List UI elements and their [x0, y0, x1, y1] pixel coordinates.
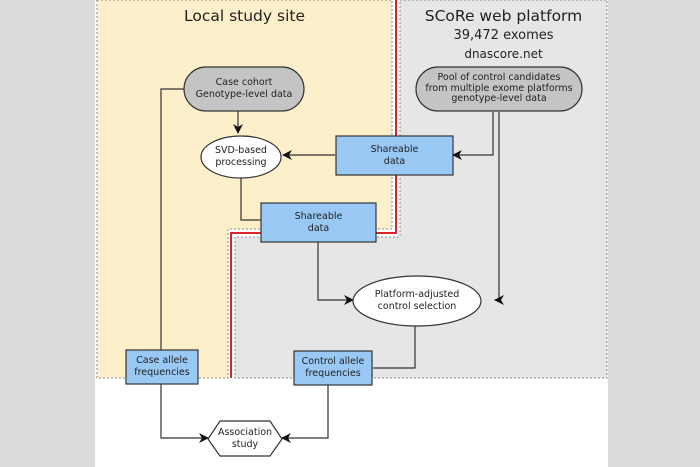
shareable-data-2-label: Shareable data	[261, 203, 376, 242]
connector-pool-to-platform	[494, 112, 504, 305]
platform-adjusted-label: Platform-adjusted control selection	[353, 276, 481, 326]
association-line2: study	[231, 438, 259, 450]
platform-adjusted-line1: Platform-adjusted	[374, 289, 460, 301]
association-line1: Association	[217, 426, 273, 438]
shareable-2-line2: data	[307, 222, 330, 234]
shareable-1-line1: Shareable	[370, 143, 419, 155]
local-region-title: Local study site	[183, 7, 305, 26]
control-pool-line2: from multiple exome platforms	[425, 82, 573, 94]
connector-case-to-caseaf	[160, 88, 185, 350]
shareable-data-2-node	[260, 202, 377, 243]
diagram-graphics	[96, 0, 608, 457]
shareable-2-line1: Shareable	[294, 210, 343, 222]
platform-region-title: SCoRe web platform	[424, 7, 583, 26]
diagram-canvas: Local study site SCoRe web platform 39,4…	[95, 0, 608, 467]
platform-adjusted-line2: control selection	[377, 301, 457, 312]
shareable-data-1-node	[335, 135, 454, 176]
case-af-line2: frequencies	[134, 367, 190, 378]
control-pool-label: Pool of control candidates from multiple…	[416, 67, 582, 111]
connector-pool-to-share1	[452, 112, 494, 160]
case-af-node	[125, 349, 199, 385]
connector-share2-to-platform	[317, 240, 354, 305]
svd-label: SVD-based processing	[201, 136, 281, 178]
control-pool-node	[415, 66, 583, 112]
association-label: Association study	[208, 421, 282, 456]
platform-exome-count: 39,472 exomes	[453, 27, 554, 43]
case-af-line1: Case allele	[136, 355, 188, 367]
shareable-data-1-label: Shareable data	[336, 136, 453, 175]
svd-node	[200, 135, 282, 179]
case-cohort-line1: Case cohort	[215, 77, 273, 89]
connector-caseaf-to-assoc	[160, 384, 209, 443]
control-pool-line3: genotype-level data	[451, 93, 547, 105]
svd-line1: SVD-based	[215, 145, 267, 157]
control-af-node	[293, 350, 373, 386]
connector-controlaf-to-assoc	[281, 385, 329, 443]
platform-url: dnascore.net	[464, 46, 543, 61]
control-pool-line1: Pool of control candidates	[437, 71, 561, 83]
control-af-label: Control allele frequencies	[294, 351, 372, 385]
svd-line2: processing	[215, 157, 267, 168]
case-cohort-node	[183, 66, 305, 112]
connector-platform-to-controlaf	[373, 322, 416, 369]
control-af-line2: frequencies	[305, 368, 361, 379]
connector-svd-to-share2	[240, 176, 261, 221]
local-region	[96, 0, 393, 379]
case-cohort-line2: Genotype-level data	[195, 89, 293, 100]
case-af-label: Case allele frequencies	[126, 350, 198, 384]
association-node	[207, 420, 283, 457]
shareable-1-line2: data	[383, 155, 406, 167]
control-af-line1: Control allele	[301, 356, 365, 368]
platform-adjusted-node	[352, 275, 482, 327]
case-cohort-label: Case cohort Genotype-level data	[184, 67, 304, 111]
